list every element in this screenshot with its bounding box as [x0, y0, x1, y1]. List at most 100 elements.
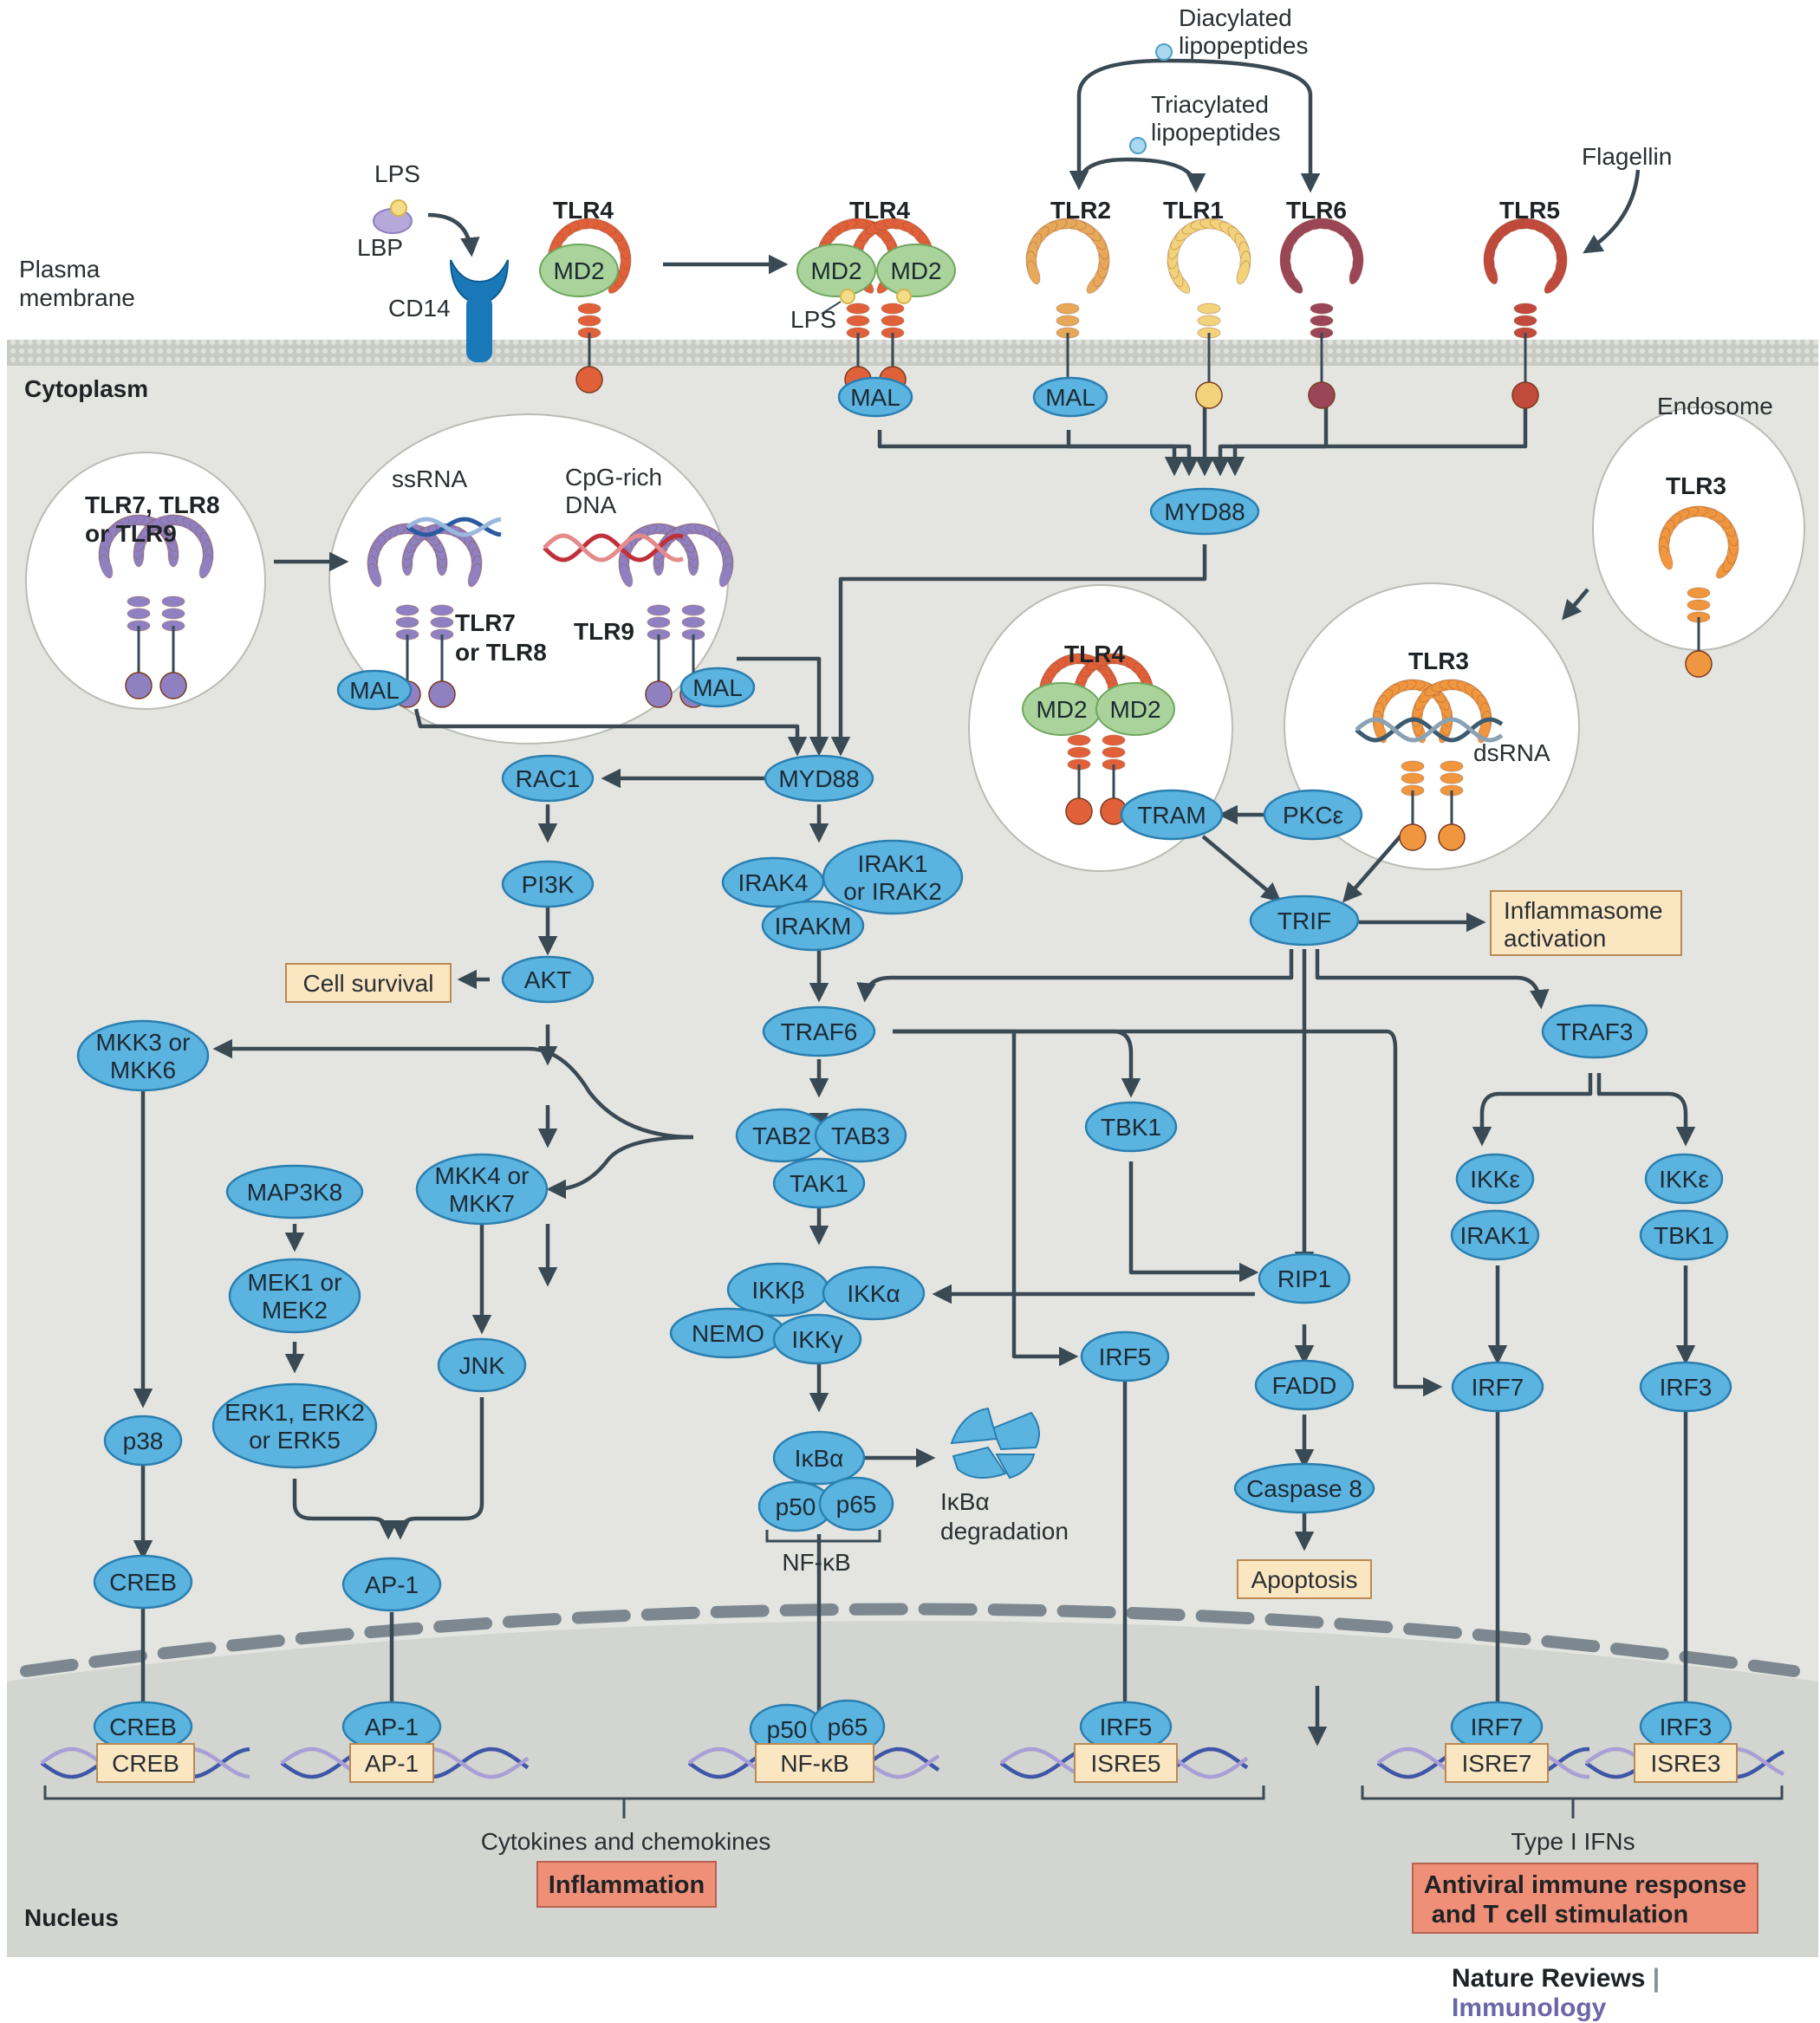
node-myd88-top: MYD88 — [1149, 487, 1260, 536]
nfkb-site: NF-κB — [780, 1750, 848, 1777]
node-text: p50 — [767, 1716, 808, 1743]
plasma-membrane — [7, 340, 1818, 366]
tlr2-receptor — [1025, 218, 1110, 409]
tlr1-label: TLR1 — [1163, 197, 1224, 224]
outcome-labels: Cell survival Inflammasome activation Ap… — [303, 897, 1747, 1929]
md2-label-c1: MD2 — [1036, 696, 1087, 723]
tlr2-label: TLR2 — [1050, 197, 1111, 224]
node-mal4: MAL — [679, 667, 756, 708]
node-text: MAP3K8 — [247, 1179, 343, 1206]
node-text: TRAF3 — [1557, 1018, 1634, 1045]
node-text: IRAK1 — [858, 850, 928, 877]
node-text: IRAK4 — [738, 869, 809, 896]
node-traf6: TRAF6 — [762, 1005, 876, 1057]
tlr4-endo-label: TLR4 — [1064, 641, 1125, 667]
inflammasome-text-1: Inflammasome — [1504, 897, 1663, 924]
journal-name: Nature Reviews — [1452, 1964, 1646, 1993]
node-ikke2: IKKε — [1644, 1153, 1724, 1205]
cd14-stem — [466, 295, 492, 362]
ssrna-label: ssRNA — [392, 465, 467, 492]
tlr6-receptor — [1279, 218, 1364, 409]
node-text: IRF5 — [1100, 1714, 1153, 1740]
node-text: PKCε — [1283, 802, 1343, 829]
node-text: MAL — [692, 674, 743, 701]
node-text: TRAM — [1137, 802, 1206, 829]
antiviral-box — [1412, 1863, 1758, 1934]
node-text: ERK1, ERK2 — [224, 1399, 365, 1426]
node-tram: TRAM — [1120, 789, 1224, 841]
tlr78-label-1: TLR7 — [455, 609, 516, 636]
node-text: FADD — [1272, 1372, 1337, 1399]
node-text: AP-1 — [365, 1571, 419, 1598]
triacylated-lipopeptide-icon — [1129, 137, 1147, 154]
creb-site: CREB — [112, 1750, 179, 1777]
node-text: MKK3 or — [96, 1029, 191, 1056]
triacylated-label-2: lipopeptides — [1151, 119, 1280, 146]
node-rip1: RIP1 — [1258, 1252, 1351, 1304]
node-text: IRF7 — [1471, 1714, 1524, 1740]
node-text: p65 — [828, 1714, 868, 1740]
lps-bound-dot-2 — [896, 289, 912, 304]
node-irf7-c: IRF7 — [1451, 1361, 1544, 1413]
ligand-labels: LPS LBP CD14 LPS Diacylated lipopeptides… — [357, 4, 1672, 766]
node-text: IRF3 — [1660, 1714, 1713, 1740]
node-text: AKT — [524, 966, 571, 993]
tlr789-label-1: TLR7, TLR8 — [85, 491, 220, 518]
node-text: IKKγ — [791, 1326, 842, 1353]
node-p65-n: p65 — [809, 1699, 886, 1754]
tlr6-label: TLR6 — [1286, 197, 1347, 224]
node-text: TAK1 — [790, 1170, 848, 1197]
node-irak1: IRAK1 — [1450, 1209, 1540, 1261]
node-p65: p65 — [818, 1476, 894, 1532]
cell-survival-text: Cell survival — [303, 970, 434, 997]
node-text: MAL — [1045, 384, 1095, 411]
node-text: TBK1 — [1101, 1114, 1161, 1141]
md2-label-a: MD2 — [553, 257, 604, 284]
node-text: TAB3 — [831, 1122, 890, 1149]
node-tbk1-mid: TBK1 — [1084, 1101, 1178, 1153]
tlr3-dsrna-b — [1411, 679, 1492, 851]
node-text: TAB2 — [752, 1122, 811, 1149]
node-mal2: MAL — [1032, 376, 1108, 418]
node-irf3-c: IRF3 — [1639, 1361, 1732, 1413]
md2-surface-b2 — [876, 244, 956, 297]
dsrna-strand — [1355, 717, 1504, 743]
node-nemo: NEMO — [669, 1307, 787, 1359]
ap1-site: AP-1 — [365, 1750, 419, 1777]
ikba-degradation-icon — [950, 1407, 1040, 1480]
plasma-label-1: Plasma — [19, 256, 101, 283]
receptor-labels: TLR4 TLR4 TLR2 TLR1 TLR6 TLR5 MD2 MD2 MD… — [85, 197, 1726, 723]
inflammasome-text-2: activation — [1504, 925, 1606, 952]
isre7-site: ISRE7 — [1462, 1750, 1532, 1777]
node-traf3: TRAF3 — [1541, 1004, 1648, 1059]
cpg-label-1: CpG-rich — [565, 464, 662, 491]
node-text: IκBα — [795, 1445, 844, 1472]
apoptosis-box — [1237, 1559, 1372, 1599]
node-text: CREB — [109, 1714, 177, 1740]
antiviral-text-2: and T cell stimulation — [1432, 1901, 1689, 1929]
node-text: AP-1 — [365, 1714, 419, 1740]
tlr5-receptor — [1483, 218, 1568, 409]
inflammasome-box — [1490, 890, 1682, 956]
ikba-deg-label-2: degradation — [940, 1518, 1069, 1545]
endosome-tlr789 — [25, 452, 266, 710]
node-ap1-c: AP-1 — [341, 1557, 442, 1612]
node-text: CREB — [109, 1569, 177, 1596]
node-p38: p38 — [103, 1415, 183, 1467]
ssrna-strand — [406, 517, 502, 537]
lps-bound-dot — [840, 289, 855, 304]
isre3-site: ISRE3 — [1651, 1750, 1721, 1777]
cpg-dna-strand — [543, 533, 684, 563]
tlr789-a — [98, 514, 179, 699]
dsrna-label: dsRNA — [1473, 739, 1550, 766]
node-fadd: FADD — [1254, 1359, 1355, 1411]
diacylated-lipopeptide-icon — [1155, 43, 1173, 61]
node-text: IRF7 — [1472, 1374, 1524, 1401]
node-irf5-c: IRF5 — [1080, 1330, 1170, 1382]
node-creb-c: CREB — [93, 1554, 193, 1610]
cpg-label-2: DNA — [565, 491, 616, 518]
